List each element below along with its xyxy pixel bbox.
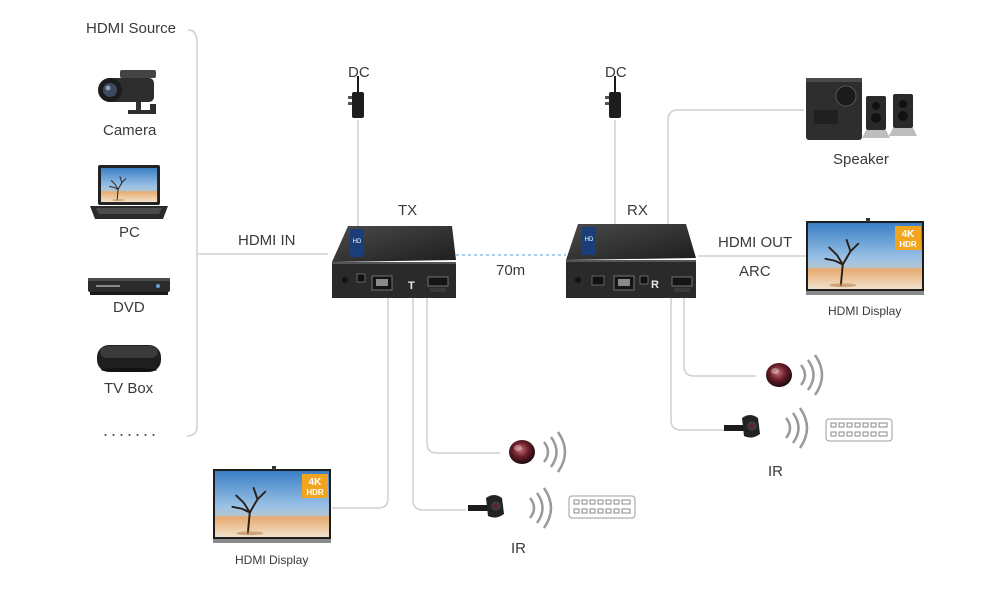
- connection-lines: [186, 29, 806, 511]
- rx-ir-sensor-waves-icon: [799, 353, 824, 397]
- speaker-icon: [806, 78, 917, 140]
- svg-text:R: R: [651, 279, 659, 291]
- tx-ir-blaster-line: [412, 298, 466, 511]
- tx-display-4k-badge: 4K HDR: [302, 474, 328, 498]
- speaker-label: Speaker: [833, 151, 889, 168]
- rx-badge-hdr-text: HDR: [899, 240, 917, 249]
- rx-speaker-line: [667, 109, 804, 238]
- hdmi-source-heading: HDMI Source: [86, 20, 177, 37]
- tx-box: HD T: [332, 226, 456, 298]
- tx-ir-sensor-waves-icon: [542, 430, 567, 474]
- tx-remote-icon: [568, 495, 636, 519]
- rx-box: HD R: [566, 224, 696, 298]
- source-bracket-line: [186, 29, 198, 437]
- rx-hdmi-display-label: HDMI Display: [828, 304, 902, 318]
- rx-dc-label: DC: [605, 64, 627, 81]
- pc-label: PC: [119, 224, 140, 241]
- tx-dc-adapter-icon: [347, 75, 365, 119]
- tx-hdmi-display-label: HDMI Display: [235, 553, 309, 567]
- dvd-player-icon: [88, 278, 170, 295]
- rx-ir-sensor-line: [683, 298, 756, 377]
- tx-ir-blaster-waves-icon: [528, 486, 553, 530]
- tx-dc-label: DC: [348, 64, 370, 81]
- hdmi-out-label: HDMI OUT: [718, 234, 793, 251]
- tx-badge-4k-text: 4K: [309, 477, 323, 488]
- svg-text:HD: HD: [353, 239, 362, 245]
- tx-hdmi-display-line: [332, 298, 389, 509]
- tx-badge-hdr-text: HDR: [306, 488, 324, 497]
- rx-ir-sensor-icon: [766, 363, 792, 387]
- tx-ir-label: IR: [511, 540, 526, 557]
- rx-remote-icon: [825, 418, 893, 442]
- dvd-label: DVD: [113, 299, 145, 316]
- hdmi-in-label: HDMI IN: [238, 232, 296, 249]
- rx-badge-4k-text: 4K: [902, 229, 916, 240]
- tv-box-label: TV Box: [104, 380, 154, 397]
- arc-label: ARC: [739, 263, 771, 280]
- rx-dc-adapter-icon: [604, 75, 622, 119]
- tx-label: TX: [398, 202, 418, 219]
- rx-ir-label: IR: [768, 463, 783, 480]
- rx-display-4k-badge: 4K HDR: [895, 226, 921, 250]
- svg-text:T: T: [408, 280, 415, 292]
- laptop-icon: [90, 165, 168, 219]
- tv-box-icon: [97, 345, 161, 372]
- tx-ir-sensor-icon: [509, 440, 535, 464]
- more-sources-ellipsis: .......: [103, 420, 160, 440]
- rx-label: RX: [627, 202, 648, 219]
- camera-icon: [98, 70, 156, 114]
- svg-text:HD: HD: [585, 237, 594, 243]
- tx-ir-blaster-icon: [468, 495, 504, 518]
- rx-ir-blaster-icon: [724, 415, 760, 438]
- rx-ir-blaster-waves-icon: [784, 406, 809, 450]
- distance-label: 70m: [496, 262, 526, 279]
- camera-label: Camera: [103, 122, 157, 139]
- rx-ir-blaster-line: [670, 298, 724, 431]
- tx-ir-sensor-line: [426, 298, 500, 454]
